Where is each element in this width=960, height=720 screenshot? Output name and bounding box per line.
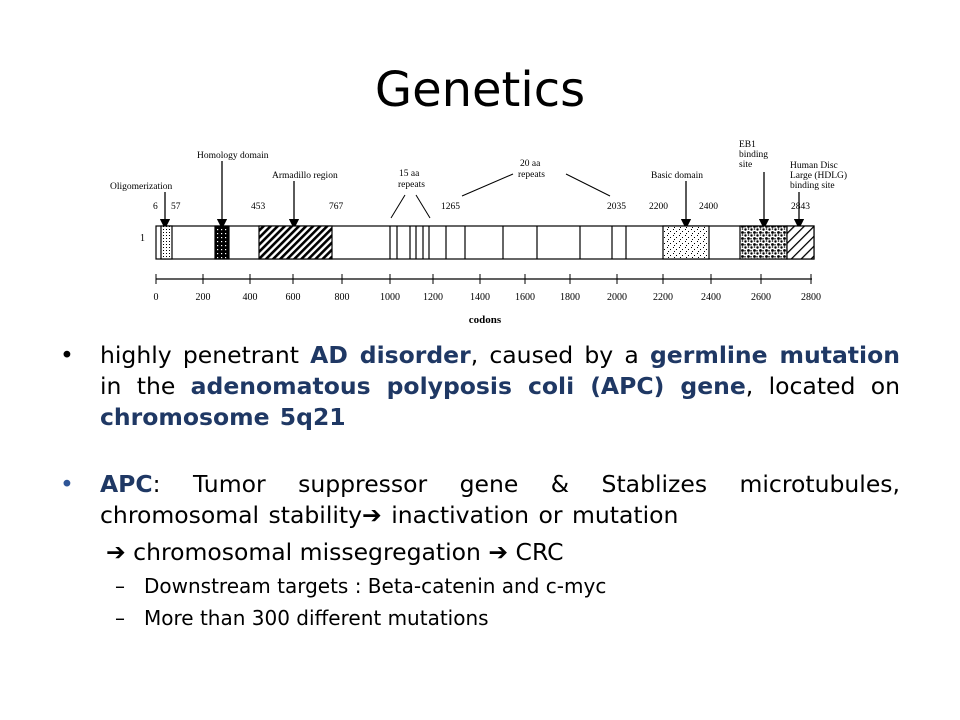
protein-bar — [155, 225, 815, 260]
label-eb1-line1: EB1 — [739, 140, 756, 150]
tick-2200: 2200 — [653, 292, 673, 303]
text: inactivation or mutation — [381, 501, 679, 529]
label-armadillo-region: Armadillo region — [272, 171, 338, 181]
label-eb1-line3: site — [739, 160, 752, 170]
tick-2000: 2000 — [607, 292, 627, 303]
row-label: 1 — [140, 233, 145, 244]
label-hdlg-line1: Human Disc — [790, 161, 838, 171]
tick-1000: 1000 — [380, 292, 400, 303]
pos-57: 57 — [171, 202, 181, 212]
label-15aa-line1: 15 aa — [399, 169, 420, 179]
line-15aa-right — [415, 194, 431, 219]
emphasis-apc: APC — [100, 470, 153, 498]
label-hdlg-line3: binding site — [790, 181, 835, 191]
slide-title: Genetics — [374, 62, 586, 118]
tick-0: 0 — [154, 292, 159, 303]
text: Downstream targets : Beta-catenin and c-… — [144, 574, 607, 598]
tick-1600: 1600 — [515, 292, 535, 303]
position-labels: 6 57 453 767 1265 2035 2200 2400 2843 — [153, 202, 810, 212]
segment-eb1 — [739, 225, 788, 260]
apc-gene-diagram: Oligomerization Homology domain Armadill… — [100, 135, 860, 330]
tick-800: 800 — [335, 292, 350, 303]
text: , located on — [745, 372, 900, 400]
pos-2200: 2200 — [649, 202, 668, 212]
label-20aa-line2: repeats — [518, 170, 545, 180]
bullet-dot: • — [60, 341, 74, 369]
consequence-line: ➔ chromosomal missegregation ➔ CRC — [60, 537, 900, 568]
label-eb1-line2: binding — [739, 150, 768, 160]
pos-1265: 1265 — [441, 202, 460, 212]
bullet-dot: • — [60, 470, 74, 498]
tick-1400: 1400 — [470, 292, 490, 303]
sub-bullet-targets: –Downstream targets : Beta-catenin and c… — [60, 572, 900, 600]
sub-bullet-mutations: –More than 300 different mutations — [60, 604, 900, 632]
segment-hdlg — [786, 225, 815, 260]
axis-label-codons: codons — [469, 314, 502, 326]
tick-400: 400 — [243, 292, 258, 303]
emphasis-chromosome: chromosome 5q21 — [100, 403, 346, 431]
arrow-icon: ➔ — [362, 501, 382, 529]
label-homology-domain: Homology domain — [197, 151, 269, 161]
label-hdlg-line2: Large (HDLG) — [790, 170, 847, 181]
tick-1200: 1200 — [423, 292, 443, 303]
codon-axis: 0 200 400 600 800 1000 1200 1400 1600 18… — [154, 274, 821, 326]
bullet-apc-function: • APC: Tumor suppressor gene & Stablizes… — [60, 469, 900, 531]
dash-marker: – — [115, 606, 125, 630]
slide-body: • highly penetrant AD disorder, caused b… — [60, 340, 900, 632]
text: : Tumor suppressor gene & Stablizes micr… — [100, 470, 900, 529]
segment-oligomerization — [160, 225, 173, 260]
pos-767: 767 — [329, 202, 344, 212]
emphasis-germline-mutation: germline mutation — [649, 341, 900, 369]
text: ➔ chromosomal missegregation ➔ CRC — [106, 538, 564, 566]
pos-6: 6 — [153, 202, 158, 212]
label-15aa-line2: repeats — [398, 180, 425, 190]
label-20aa-line1: 20 aa — [520, 159, 541, 169]
domain-labels: Oligomerization Homology domain Armadill… — [110, 140, 847, 192]
emphasis-apc-gene: adenomatous polyposis coli (APC) gene — [190, 372, 746, 400]
domain-arrows — [159, 161, 805, 230]
dash-marker: – — [115, 574, 125, 598]
pos-2035: 2035 — [607, 202, 626, 212]
pos-2400: 2400 — [699, 202, 718, 212]
segment-armadillo — [258, 225, 333, 260]
label-oligomerization: Oligomerization — [110, 182, 173, 192]
tick-600: 600 — [286, 292, 301, 303]
segment-basic-domain — [662, 225, 710, 260]
text: , caused by a — [470, 341, 650, 369]
emphasis-ad-disorder: AD disorder — [310, 341, 471, 369]
text: in the — [100, 372, 191, 400]
segment-homology — [214, 225, 230, 260]
bullet-apc-disorder: • highly penetrant AD disorder, caused b… — [60, 340, 900, 433]
line-20aa-right — [565, 173, 611, 197]
tick-2800: 2800 — [801, 292, 821, 303]
text: More than 300 different mutations — [144, 606, 489, 630]
tick-2600: 2600 — [751, 292, 771, 303]
tick-2400: 2400 — [701, 292, 721, 303]
text: highly penetrant — [100, 341, 311, 369]
line-20aa-left — [461, 173, 514, 197]
label-basic-domain: Basic domain — [651, 171, 703, 181]
line-15aa-left — [390, 194, 406, 219]
tick-200: 200 — [196, 292, 211, 303]
pos-453: 453 — [251, 202, 266, 212]
tick-1800: 1800 — [560, 292, 580, 303]
bar-outline — [155, 225, 815, 260]
pos-2843: 2843 — [791, 202, 810, 212]
